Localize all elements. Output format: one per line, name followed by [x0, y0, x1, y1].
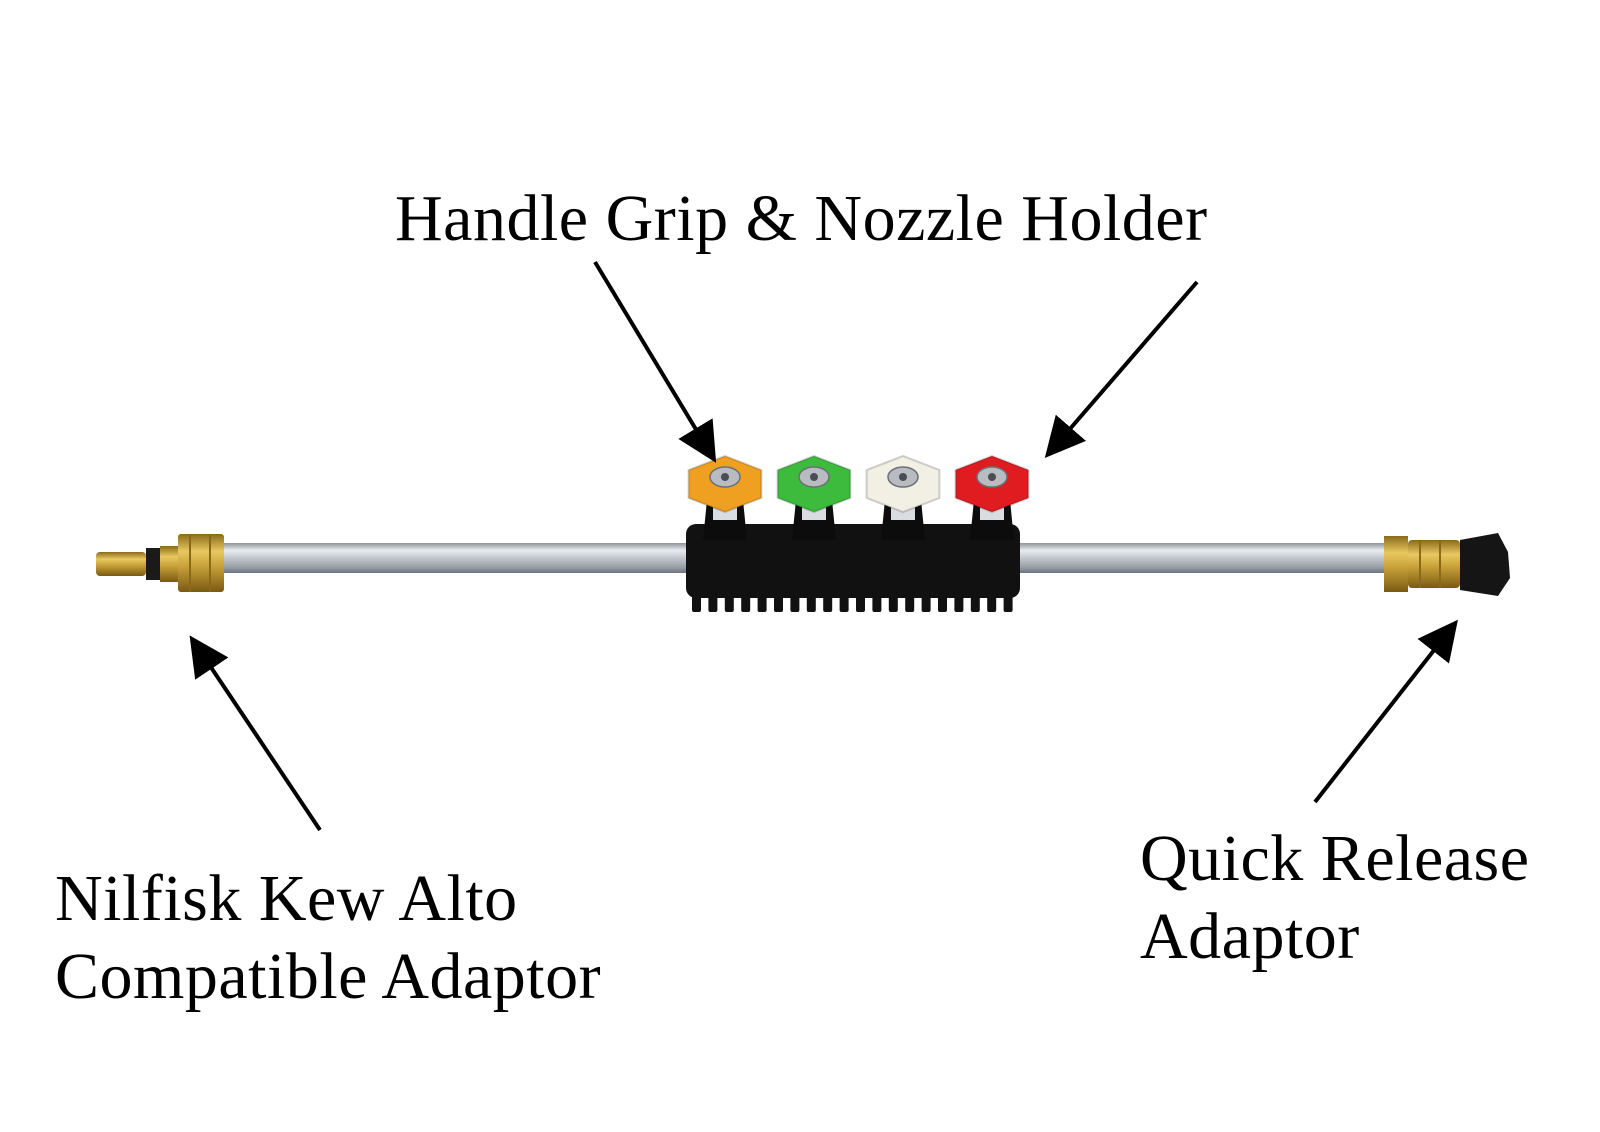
arrow-quick-release — [1313, 619, 1458, 804]
nilfisk-adaptor — [96, 534, 224, 592]
nilfisk-adaptor-label: Nilfisk Kew Alto Compatible Adaptor — [55, 860, 601, 1016]
nilfisk-label-line2: Compatible Adaptor — [55, 940, 602, 1013]
handle-grip-label-text: Handle Grip & Nozzle Holder — [395, 182, 1208, 255]
handle-grip-label: Handle Grip & Nozzle Holder — [395, 180, 1208, 258]
quick-release-label: Quick Release Adaptor — [1140, 820, 1530, 976]
red-nozzle — [954, 454, 1030, 520]
nozzle-tips — [687, 454, 1030, 520]
arrow-handle-right — [1044, 280, 1199, 459]
white-nozzle — [865, 454, 941, 520]
yellow-nozzle — [687, 454, 763, 520]
arrow-handle-left — [593, 260, 717, 463]
arrow-nilfisk — [189, 635, 322, 832]
quick-release-label-line2: Adaptor — [1140, 900, 1360, 973]
quick-release-label-line1: Quick Release — [1140, 822, 1530, 895]
quick-release-adaptor — [1384, 533, 1510, 596]
green-nozzle — [776, 454, 852, 520]
nilfisk-label-line1: Nilfisk Kew Alto — [55, 862, 518, 935]
